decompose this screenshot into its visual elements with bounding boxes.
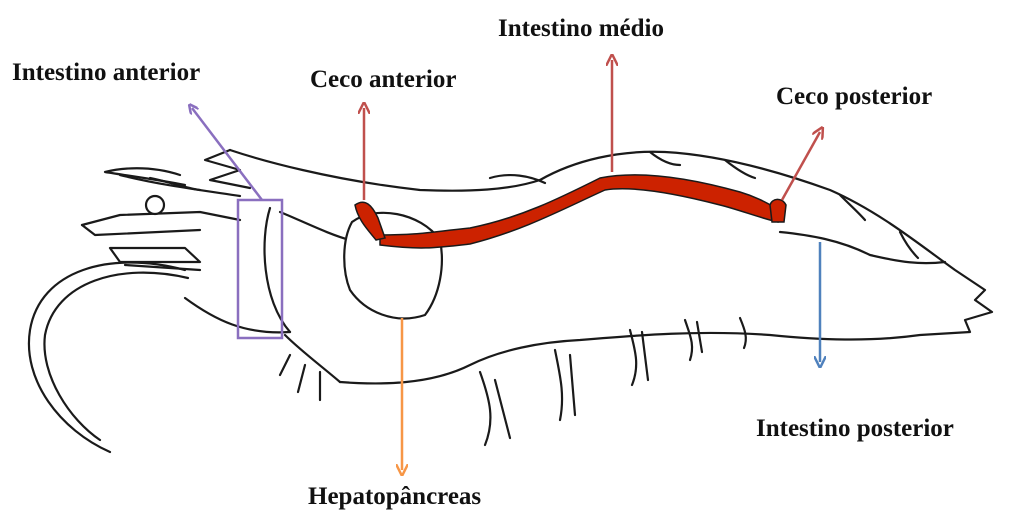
midgut-fill [380, 175, 780, 248]
ceco-posterior-arrow [782, 132, 820, 200]
hepatopancreas-organ [344, 213, 442, 319]
label-intestino-medio: Intestino médio [498, 16, 664, 41]
posterior-cecum [770, 199, 786, 222]
label-hepatopancreas: Hepatopâncreas [308, 484, 481, 509]
digestive-tract [355, 175, 786, 248]
eye [146, 196, 164, 214]
label-intestino-posterior: Intestino posterior [756, 416, 954, 441]
label-ceco-anterior: Ceco anterior [310, 67, 456, 92]
label-ceco-posterior: Ceco posterior [776, 84, 932, 109]
intestino-anterior-arrow [192, 108, 262, 200]
label-intestino-anterior: Intestino anterior [12, 60, 200, 85]
shrimp-antennae [29, 168, 200, 452]
foregut-highlight-box [238, 200, 282, 338]
